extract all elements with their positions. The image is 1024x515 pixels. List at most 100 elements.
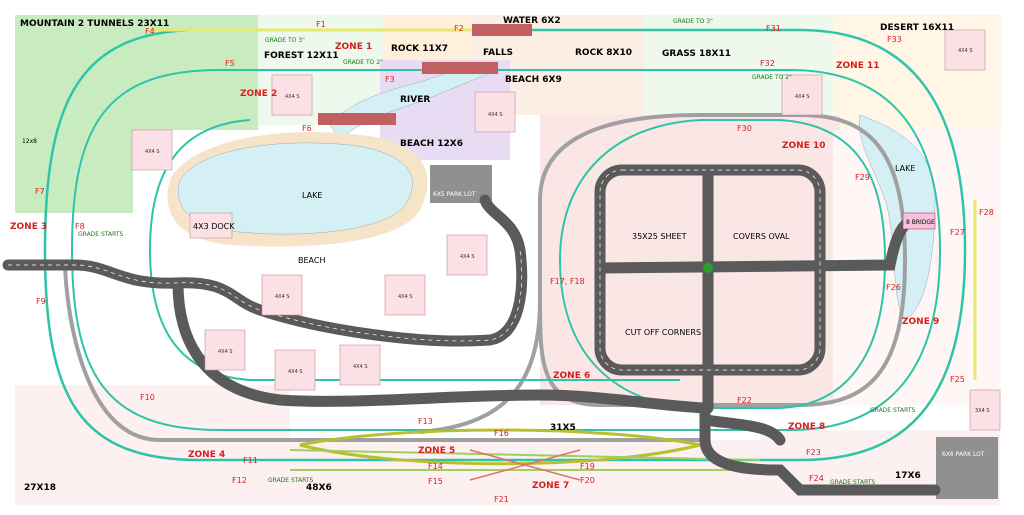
zone-4: ZONE 4 <box>188 450 225 460</box>
small-structures <box>131 29 1001 431</box>
feeder-f20: F20 <box>580 476 595 485</box>
feeder-f16: F16 <box>494 429 509 438</box>
label-48x6: 48X6 <box>306 483 332 493</box>
tunnel-water <box>472 24 532 36</box>
label-rock8: ROCK 8X10 <box>575 48 632 58</box>
tunnel-beach <box>318 113 396 125</box>
label-27x18: 27X18 <box>24 483 56 493</box>
label-park-lot-6x5: 6X5 PARK LOT <box>433 191 476 198</box>
lake2-shape <box>858 114 936 321</box>
label-mountain: MOUNTAIN 2 TUNNELS 23X11 <box>20 19 169 29</box>
label-lake2: LAKE <box>895 164 915 173</box>
mountain-area <box>15 15 258 130</box>
label-beach69: BEACH 6X9 <box>505 75 562 85</box>
label-lake: LAKE <box>302 191 322 200</box>
svg-text:4X4 S: 4X4 S <box>275 294 290 300</box>
zone-1: ZONE 1 <box>335 42 372 52</box>
label-falls: FALLS <box>483 48 513 58</box>
label-sheet: 35X25 SHEET <box>632 232 687 241</box>
feeder-f1: F1 <box>316 20 326 29</box>
grade-label-7: GRADE STARTS <box>870 407 916 414</box>
structure-labels: 4X4 S 4X4 S 4X4 S 4X4 S 4X4 S 4X4 S 4X4 … <box>145 48 990 414</box>
zone-9: ZONE 9 <box>902 317 939 327</box>
middle-teal-loop <box>70 69 942 431</box>
feeder-f2: F2 <box>454 24 464 33</box>
feeder-f22: F22 <box>737 396 752 405</box>
feeder-f19: F19 <box>580 462 595 471</box>
feeder-f6: F6 <box>302 124 312 133</box>
area-27x18 <box>15 385 290 505</box>
svg-text:4X4 S: 4X4 S <box>353 364 368 370</box>
feeder-f4: F4 <box>145 27 155 36</box>
feeder-f14: F14 <box>428 462 443 471</box>
feeder-f28: F28 <box>979 208 994 217</box>
label-beach: BEACH <box>298 256 325 265</box>
crossover <box>469 449 581 481</box>
svg-text:4X4 S: 4X4 S <box>795 94 810 100</box>
zone-8: ZONE 8 <box>788 422 825 432</box>
rock11-area <box>383 15 473 60</box>
svg-text:4X4 S: 4X4 S <box>288 369 303 375</box>
grade-label-4: GRADE TO 2" <box>752 74 792 81</box>
feeder-f23: F23 <box>806 448 821 457</box>
bridge-box <box>902 212 936 230</box>
zone-6: ZONE 6 <box>553 371 590 381</box>
park-lot-6x6 <box>936 437 998 499</box>
svg-text:4X4 S: 4X4 S <box>488 112 503 118</box>
svg-text:4X4 S: 4X4 S <box>398 294 413 300</box>
label-bridge: 8 BRIDGE <box>906 219 935 226</box>
feeder-f5: F5 <box>225 59 235 68</box>
feeder-f25: F25 <box>950 375 965 384</box>
gray-connector <box>419 299 542 434</box>
label-17x6: 17X6 <box>895 471 921 481</box>
label-river: RIVER <box>400 95 430 105</box>
feeder-labels: F1 F2 F3 F4 F5 F6 F7 F8 F9 F10 F11 F12 F… <box>35 20 994 504</box>
feeder-f7: F7 <box>35 187 45 196</box>
zone-10: ZONE 10 <box>782 141 826 151</box>
label-forest: FOREST 12X11 <box>264 51 339 61</box>
feeder-f21: F21 <box>494 495 509 504</box>
feeder-f30: F30 <box>737 124 752 133</box>
label-desert: DESERT 16X11 <box>880 23 954 33</box>
label-grass: GRASS 18X11 <box>662 49 731 59</box>
svg-text:3X4 S: 3X4 S <box>975 408 990 414</box>
feeder-f31: F31 <box>766 24 781 33</box>
grade-label-3: GRADE TO 3" <box>673 18 713 25</box>
feeder-f12: F12 <box>232 476 247 485</box>
svg-text:4X4 S: 4X4 S <box>145 149 160 155</box>
zone-5: ZONE 5 <box>418 446 455 456</box>
feeder-f32: F32 <box>760 59 775 68</box>
zone-7: ZONE 7 <box>532 481 569 491</box>
feeder-f17-f18: F17, F18 <box>550 277 585 286</box>
label-covers: COVERS OVAL <box>733 232 790 241</box>
feeder-f15: F15 <box>428 477 443 486</box>
label-cutoff: CUT OFF CORNERS <box>625 328 701 337</box>
zone-3: ZONE 3 <box>10 222 47 232</box>
zone-11: ZONE 11 <box>836 61 880 71</box>
outer-teal-loop <box>43 28 967 462</box>
feeder-f26: F26 <box>886 283 901 292</box>
feeder-f24: F24 <box>809 474 824 483</box>
zone-2: ZONE 2 <box>240 89 277 99</box>
svg-text:4X4 S: 4X4 S <box>958 48 973 54</box>
yard-track-a <box>289 449 761 461</box>
grade-label-5: GRADE STARTS <box>78 231 124 238</box>
label-12x8: 12x8 <box>22 138 37 145</box>
gray-lower-track <box>63 259 700 442</box>
grade-label-6: GRADE STARTS <box>268 477 314 484</box>
label-rock11: ROCK 11X7 <box>391 44 448 54</box>
feeder-f29: F29 <box>855 173 870 182</box>
label-dock: 4X3 DOCK <box>193 222 235 231</box>
svg-text:4X4 S: 4X4 S <box>460 254 475 260</box>
tunnel-rock <box>422 62 498 74</box>
feeder-f10: F10 <box>140 393 155 402</box>
feeder-f11: F11 <box>243 456 258 465</box>
feeder-f13: F13 <box>418 417 433 426</box>
feeder-f33: F33 <box>887 35 902 44</box>
grade-labels: GRADE TO 3" GRADE TO 2" GRADE TO 3" GRAD… <box>78 18 916 486</box>
svg-text:4X4 S: 4X4 S <box>218 349 233 355</box>
label-beach126: BEACH 12X6 <box>400 139 463 149</box>
roundabout-center <box>703 263 713 273</box>
